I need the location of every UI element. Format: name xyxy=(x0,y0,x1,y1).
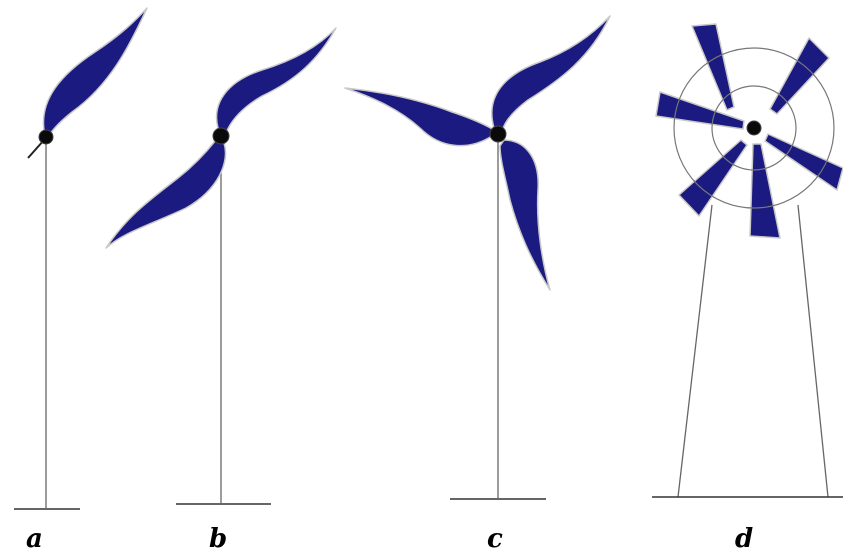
turbine-a-hub xyxy=(38,129,54,145)
turbine-a xyxy=(14,7,148,510)
turbine-d-blade-2 xyxy=(769,37,830,115)
turbine-b xyxy=(105,27,337,505)
turbine-d-tower-left-leg xyxy=(677,204,713,498)
label-c: c xyxy=(487,524,503,552)
turbine-d-hub xyxy=(746,120,762,136)
label-a: a xyxy=(26,524,43,552)
turbine-d-blade-6 xyxy=(749,143,781,239)
turbine-d-blade-1 xyxy=(691,23,735,111)
turbine-a-counterweight xyxy=(27,139,45,159)
turbine-d-blade-4 xyxy=(764,133,843,191)
turbine-d-outer-ring xyxy=(673,47,835,209)
label-d: d xyxy=(735,524,753,552)
turbine-d-inner-ring xyxy=(711,85,797,171)
turbine-c-blade-left xyxy=(344,87,495,147)
turbine-c-blade-upper xyxy=(491,15,611,133)
turbine-c-hub xyxy=(489,125,507,143)
turbine-b-blade-upper xyxy=(215,27,337,134)
turbine-d xyxy=(652,23,843,498)
turbine-d-blade-5 xyxy=(678,139,748,217)
turbine-d-tower-right-leg xyxy=(797,204,829,498)
turbine-a-blade xyxy=(42,7,148,135)
turbine-b-hub xyxy=(212,127,230,145)
label-b: b xyxy=(209,524,227,552)
turbine-c-blade-lower xyxy=(499,139,551,291)
turbine-b-blade-lower xyxy=(105,139,227,249)
turbine-c xyxy=(344,15,611,500)
